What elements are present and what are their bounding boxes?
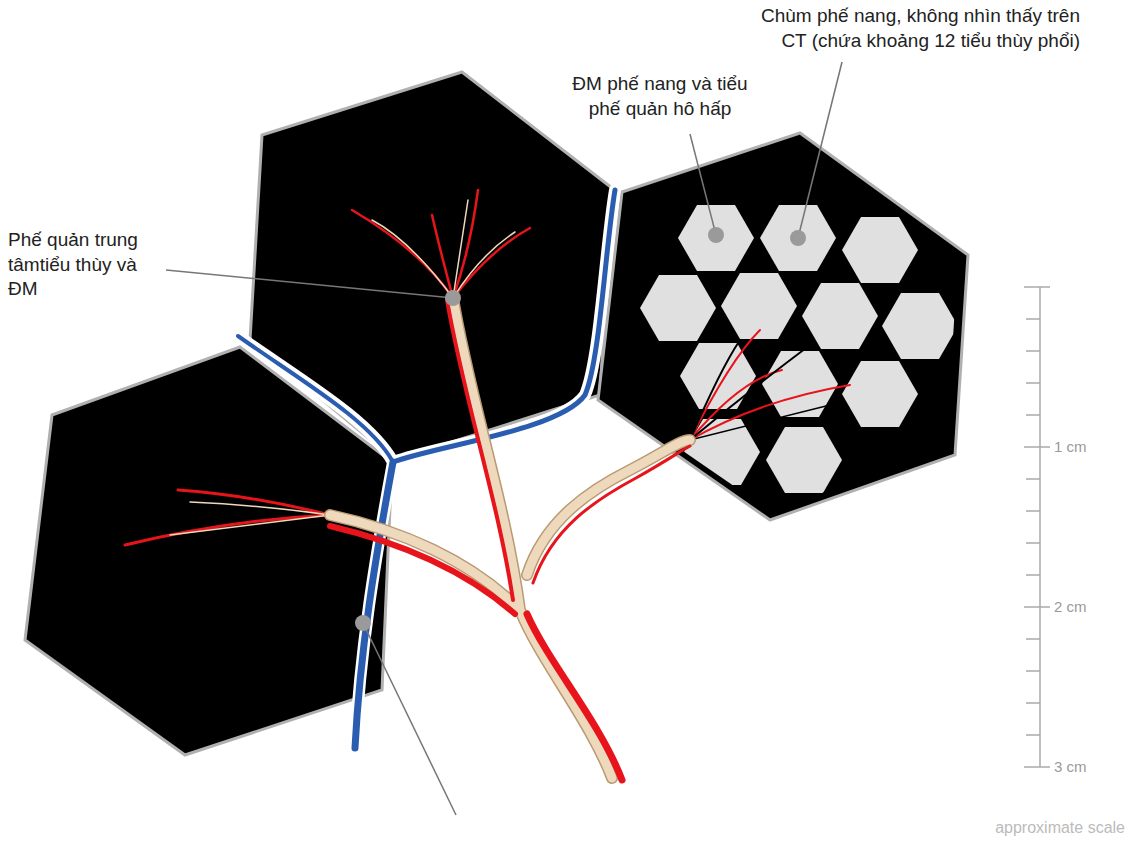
callout-label: Chùm phế nang, không nhìn thấy trên CT (… bbox=[600, 4, 1080, 53]
callout-label: ĐM phế nang và tiểu phế quản hô hấp bbox=[555, 72, 765, 121]
acinus-hexagon bbox=[766, 427, 842, 493]
pulmonary-artery bbox=[527, 614, 622, 780]
arteriole bbox=[453, 228, 530, 298]
pulmonary-artery bbox=[533, 446, 690, 583]
acinus-group bbox=[640, 205, 958, 493]
pulmonary-artery bbox=[447, 300, 513, 600]
acinus-hexagon bbox=[721, 273, 797, 339]
pulmonary-vein bbox=[355, 462, 393, 748]
scale-label: 1 cm bbox=[1054, 437, 1124, 457]
leader-dot bbox=[355, 615, 371, 631]
leader-line bbox=[363, 623, 456, 815]
scale-minor-tick bbox=[1026, 510, 1040, 512]
callout-label: Phế quản trung tâmtiểu thùy và ĐM bbox=[8, 228, 160, 302]
bronchiole bbox=[690, 405, 830, 440]
scale-minor-tick bbox=[1026, 382, 1040, 384]
scale-major-tick bbox=[1024, 286, 1050, 288]
bronchiole bbox=[453, 200, 468, 298]
arteriole bbox=[352, 210, 453, 298]
leader-dot bbox=[790, 230, 806, 246]
scale-axis bbox=[1039, 287, 1041, 767]
vein-sheath bbox=[393, 190, 615, 462]
acinus-hexagon bbox=[762, 351, 838, 417]
bronchiole bbox=[453, 232, 515, 298]
acinus-hexagon bbox=[802, 283, 878, 349]
fine-branches bbox=[125, 190, 850, 545]
leader-line bbox=[798, 62, 842, 238]
leader-line bbox=[166, 270, 453, 298]
scale-minor-tick bbox=[1026, 478, 1040, 480]
arteriole bbox=[125, 515, 330, 545]
arteriole bbox=[432, 215, 453, 298]
scale-minor-tick bbox=[1026, 702, 1040, 704]
pulmonary-vein bbox=[238, 336, 393, 462]
acinus-hexagon bbox=[678, 205, 754, 271]
scale-minor-tick bbox=[1026, 542, 1040, 544]
vein-sheath bbox=[238, 336, 393, 748]
scale-minor-tick bbox=[1026, 574, 1040, 576]
bronchus-outline bbox=[330, 298, 690, 778]
bronchial-tree bbox=[330, 298, 690, 780]
scale-bar bbox=[1024, 287, 1050, 767]
leader-dot bbox=[445, 290, 461, 306]
scale-caption: approximate scale bbox=[990, 818, 1125, 839]
scale-minor-tick bbox=[1026, 318, 1040, 320]
bronchiole bbox=[372, 220, 453, 298]
scale-minor-tick bbox=[1026, 670, 1040, 672]
arteriole bbox=[690, 330, 760, 440]
leader-group bbox=[166, 62, 842, 815]
acinus-hexagon bbox=[680, 343, 756, 409]
scale-label: 2 cm bbox=[1054, 597, 1124, 617]
scale-minor-tick bbox=[1026, 414, 1040, 416]
leader-dot bbox=[708, 227, 724, 243]
acinus-hexagon bbox=[760, 205, 836, 271]
bronchiole bbox=[170, 515, 330, 535]
pulmonary-artery bbox=[330, 526, 515, 614]
acinus-hexagon bbox=[842, 361, 918, 427]
arteriole bbox=[178, 490, 330, 515]
acinus-hexagon bbox=[882, 293, 958, 359]
scale-minor-tick bbox=[1026, 638, 1040, 640]
bronchus bbox=[330, 298, 690, 778]
bronchiole bbox=[690, 340, 740, 440]
scale-minor-tick bbox=[1026, 350, 1040, 352]
bronchiole bbox=[190, 502, 330, 515]
scale-major-tick bbox=[1024, 446, 1050, 448]
scale-label: 3 cm bbox=[1054, 757, 1124, 777]
scale-major-tick bbox=[1024, 606, 1050, 608]
leader-line bbox=[690, 134, 716, 235]
acinus-hexagon bbox=[640, 275, 716, 341]
scale-major-tick bbox=[1024, 766, 1050, 768]
scale-minor-tick bbox=[1026, 734, 1040, 736]
pulmonary-vein bbox=[393, 190, 615, 462]
acinus-hexagon bbox=[842, 217, 918, 283]
